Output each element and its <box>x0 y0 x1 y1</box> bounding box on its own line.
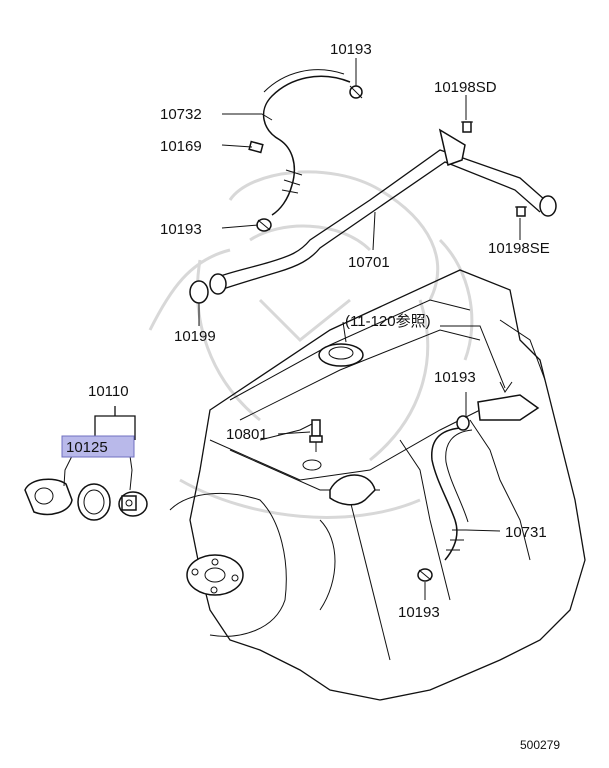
clamp-10193-mid <box>456 415 470 431</box>
label-10193-top: 10193 <box>330 41 372 58</box>
label-10701: 10701 <box>348 254 390 271</box>
clamp-10193-bottom <box>417 568 433 582</box>
bolt-10198se <box>515 206 527 217</box>
thermostat-10125 <box>118 491 148 517</box>
hose-10731 <box>431 394 540 561</box>
highlight-10125 <box>61 435 135 458</box>
leader-10125-right <box>129 455 133 491</box>
hose-10732 <box>248 69 351 216</box>
sensor-10801 <box>309 419 323 452</box>
label-10198sd: 10198SD <box>434 79 497 96</box>
label-10169: 10169 <box>160 138 202 155</box>
label-10198se: 10198SE <box>488 240 550 257</box>
label-10125: 10125 <box>66 439 108 456</box>
leader-lines <box>198 58 521 600</box>
bolt-10198sd <box>461 121 473 133</box>
label-10110: 10110 <box>88 383 129 400</box>
label-10731: 10731 <box>505 524 547 541</box>
label-10199: 10199 <box>174 328 216 345</box>
reference-note: (11-120参照) <box>345 313 431 330</box>
clamp-10193-top <box>349 85 363 99</box>
label-10193-bottom: 10193 <box>398 604 440 621</box>
label-10801: 10801 <box>226 426 268 443</box>
pipe-10701 <box>209 128 557 295</box>
label-10193-mid: 10193 <box>434 369 476 386</box>
label-10193-left: 10193 <box>160 221 202 238</box>
gasket-10199 <box>189 280 209 304</box>
label-10732: 10732 <box>160 106 202 123</box>
clamp-10193-left <box>256 218 272 232</box>
engine-block <box>169 269 586 701</box>
diagram-id: 500279 <box>520 738 560 752</box>
thermostat-gasket <box>77 483 111 521</box>
thermostat-housing <box>24 478 73 516</box>
bracket-10110 <box>94 406 136 440</box>
leader-10125-left <box>63 455 73 487</box>
